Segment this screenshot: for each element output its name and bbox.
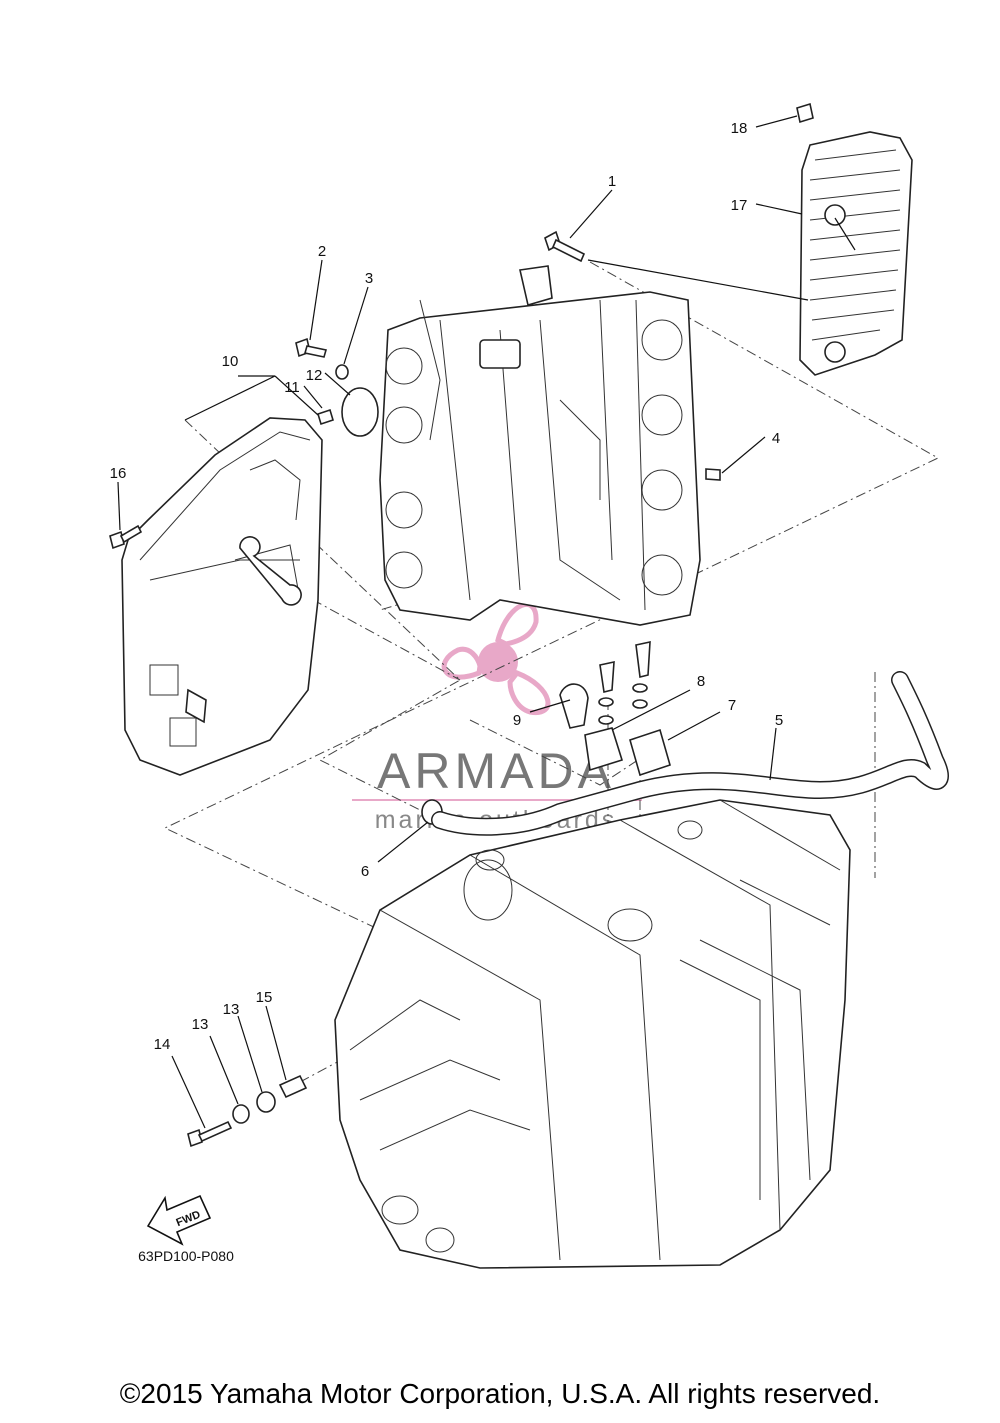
engine-block [334,799,851,1269]
intake-manifold-assembly [379,265,701,626]
callout-2: 2 [318,243,326,260]
callout-13a: 13 [192,1016,209,1033]
callout-18: 18 [731,120,748,137]
callout-13b: 13 [223,1001,240,1018]
diagram-code: 63PD100-P080 [138,1248,234,1264]
copyright-notice: ©2015 Yamaha Motor Corporation, U.S.A. A… [119,1378,881,1409]
callout-15: 15 [256,989,273,1006]
callout-11: 11 [284,379,300,396]
callout-16: 16 [110,465,127,482]
intake-silencer-assembly [121,417,323,776]
callout-12: 12 [306,367,323,384]
callout-1: 1 [608,173,616,190]
callout-17: 17 [731,197,748,214]
hose [431,671,949,836]
intake-cover [796,102,913,376]
callout-5: 5 [775,712,783,729]
leader-lines [117,115,856,1129]
callout-labels: 1 2 3 4 5 6 7 8 9 10 11 12 13 13 14 15 1… [110,120,784,1053]
callout-3: 3 [365,270,373,287]
watermark-brand: ARMADA [377,743,615,799]
callout-10: 10 [222,353,239,370]
callout-14: 14 [154,1036,171,1053]
small-parts [109,230,721,1148]
callout-4: 4 [772,430,780,447]
fwd-arrow-icon: FWD [146,1194,212,1246]
callout-6: 6 [361,863,369,880]
callout-9: 9 [513,712,521,729]
callout-8: 8 [697,673,705,690]
propeller-logo [441,602,551,715]
callout-7: 7 [728,697,736,714]
